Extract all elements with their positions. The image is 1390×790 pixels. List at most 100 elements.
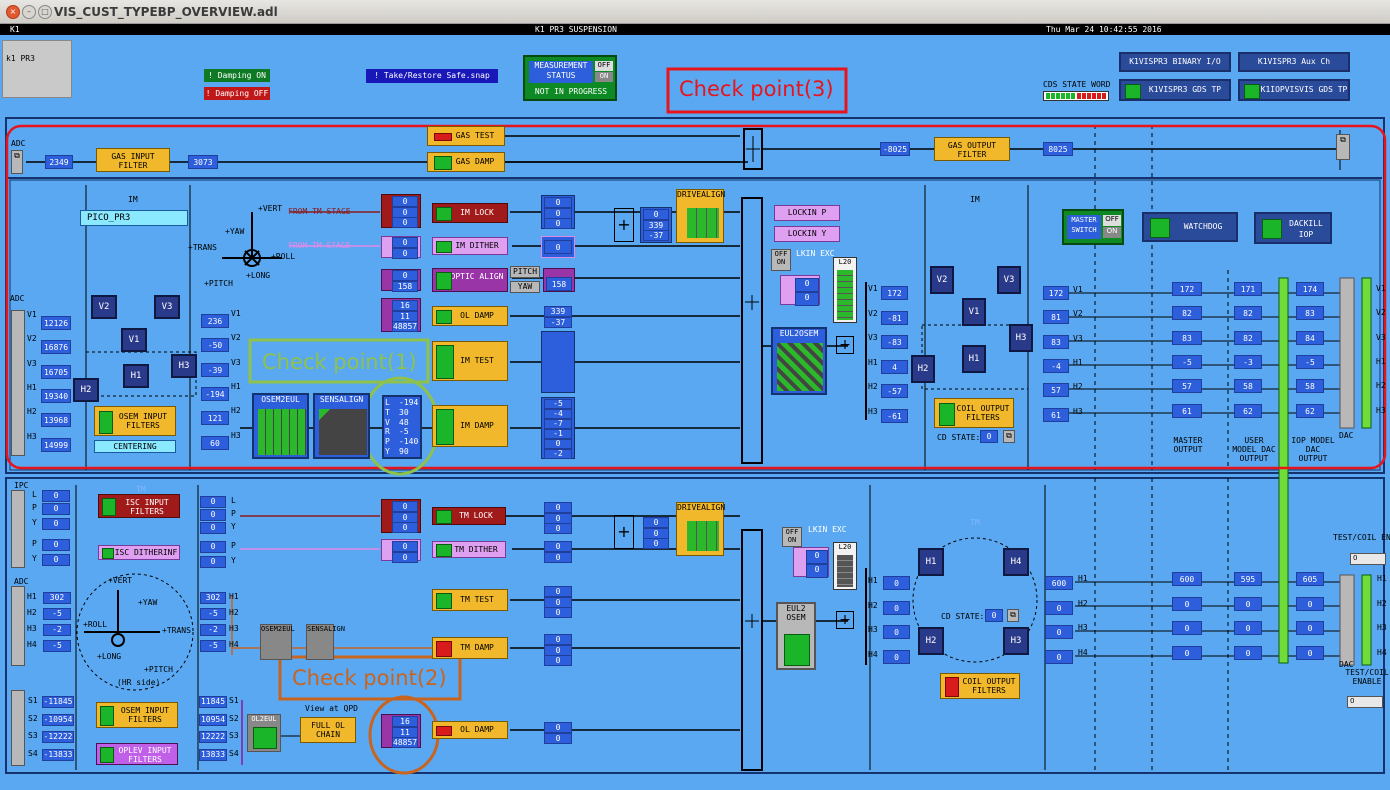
tm-ol2eul-matrix[interactable]: OL2EUL	[247, 714, 281, 752]
im-sensalign-matrix[interactable]: SENSALIGN	[313, 393, 370, 459]
tm-lock-button[interactable]: TM LOCK	[432, 507, 506, 525]
tm-osem-value: -5	[200, 640, 226, 652]
gas-test-label: GAS TEST	[455, 131, 495, 140]
master-switch-on[interactable]: ON	[1103, 227, 1121, 238]
tm-master-in-value: 0	[1045, 625, 1073, 639]
im-drivealign-matrix[interactable]: DRIVEALIGN	[676, 189, 725, 243]
tm-s-ch-label: S3	[28, 731, 38, 740]
tm-dither-button[interactable]: TM DITHER	[432, 541, 506, 558]
tm-ol-damp-button[interactable]: OL DAMP	[432, 721, 508, 739]
lockin-p-button[interactable]: LOCKIN P	[774, 205, 840, 221]
tm-damp-button[interactable]: TM DAMP	[432, 637, 508, 659]
gas-input-filter-button[interactable]: GAS INPUT FILTER	[96, 148, 170, 172]
im-centering-button[interactable]: CENTERING	[94, 440, 176, 453]
im-lock-button[interactable]: IM LOCK	[432, 203, 508, 223]
gas-dac-icon[interactable]: ⧉	[1336, 134, 1350, 160]
tm-test-coil-enable-input[interactable]: 0	[1347, 696, 1383, 708]
im-damp-button[interactable]: IM DAMP	[432, 405, 508, 447]
tm-osem-ch-label: H3	[229, 624, 239, 633]
tm-cd-state-icon[interactable]: ⧉	[1007, 609, 1019, 622]
tm-user-dac-value: 0	[1234, 621, 1262, 635]
im-cd-state-icon[interactable]: ⧉	[1003, 430, 1015, 443]
pico-pr3-button[interactable]: PICO_PR3	[80, 210, 188, 226]
im-dither-button[interactable]: IM DITHER	[432, 237, 508, 255]
im-test-button[interactable]: IM TEST	[432, 341, 508, 381]
im-l20-matrix[interactable]: L20	[833, 257, 857, 323]
im-iop-dac-value: 58	[1296, 379, 1324, 394]
tm-l20-matrix[interactable]: L20	[833, 542, 857, 590]
master-switch-off[interactable]: OFF	[1103, 215, 1121, 226]
im-eul2osem-matrix[interactable]: EUL2OSEM	[771, 327, 827, 395]
tm-adc-value: 302	[43, 592, 71, 604]
tm-master-in-value: 0	[1045, 600, 1073, 615]
im-osem2eul-matrix[interactable]: OSEM2EUL	[252, 393, 309, 459]
measurement-off-toggle[interactable]: OFF	[595, 61, 613, 71]
tm-dither-value: 0	[392, 541, 418, 552]
damping-off-button[interactable]: ! Damping OFF	[204, 87, 270, 100]
tm-isc-dither-button[interactable]: ISC DITHERINF	[98, 545, 180, 560]
tm-ipc-icon[interactable]	[11, 490, 25, 568]
measurement-on-toggle[interactable]: ON	[595, 72, 613, 82]
gas-adc-icon[interactable]: ⧉	[11, 150, 23, 174]
tm-lock-value: 0	[392, 501, 418, 512]
maximize-window-icon[interactable]: □	[38, 5, 52, 19]
gas-output-filter-button[interactable]: GAS OUTPUT FILTER	[934, 137, 1010, 161]
im-optic-align-button[interactable]: OPTIC ALIGN	[432, 268, 508, 292]
tm-eul2osem-matrix[interactable]: EUL2 OSEM	[776, 602, 816, 670]
tm-damp-out-value: 0	[544, 634, 572, 645]
tm-coil-output-filters-button[interactable]: COIL OUTPUT FILTERS	[940, 673, 1020, 699]
im-test-out-box	[541, 331, 575, 393]
im-master-ch-label: H2	[1073, 382, 1083, 392]
tm-osem-input-filters-button[interactable]: OSEM INPUT FILTERS	[96, 702, 178, 728]
im-iop-dac-value: 174	[1296, 282, 1324, 296]
im-sum-out-value: 0	[643, 209, 669, 220]
im-user-dac-value: -3	[1234, 354, 1262, 369]
dackill-iop-button[interactable]: DACKILL IOP	[1254, 212, 1332, 244]
damping-on-button[interactable]: ! Damping ON	[204, 69, 270, 82]
tm-isc-input-filters-button[interactable]: ISC INPUT FILTERS	[98, 494, 180, 518]
tm-full-ol-chain-button[interactable]: FULL OL CHAIN	[300, 717, 356, 743]
im-coil-output-filters-button[interactable]: COIL OUTPUT FILTERS	[934, 398, 1014, 428]
im-osem-out-value: -57	[881, 384, 908, 398]
im-pitch-button[interactable]: PITCH	[510, 266, 540, 278]
im-ol-damp-button[interactable]: OL DAMP	[432, 306, 508, 326]
iop-gds-tp-button[interactable]: K1IOPVISVIS GDS TP	[1238, 79, 1350, 101]
tm-oplev-input-filters-button[interactable]: OPLEV INPUT FILTERS	[96, 743, 178, 765]
gds-tp-button[interactable]: K1VISPR3 GDS TP	[1119, 79, 1231, 101]
take-restore-button[interactable]: ! Take/Restore Safe.snap	[366, 69, 498, 83]
im-adc-value: 19340	[41, 388, 71, 403]
binary-io-button[interactable]: K1VISPR3 BINARY I/O	[1119, 52, 1231, 72]
tm-dac-ch-label: H2	[1377, 598, 1387, 608]
tm-s-value: -12222	[42, 731, 74, 743]
tm-iop-dac-value: 0	[1296, 621, 1324, 635]
gas-test-button[interactable]: GAS TEST	[427, 126, 505, 146]
gas-damp-button[interactable]: GAS DAMP	[427, 152, 505, 172]
master-switch-panel[interactable]: MASTER SWITCH OFF ON	[1062, 209, 1124, 245]
minimize-window-icon[interactable]: –	[22, 5, 36, 19]
tm-adc-icon[interactable]	[11, 586, 25, 666]
tm-sensalign-matrix[interactable]: SENSALIGN	[306, 624, 345, 660]
watchdog-button[interactable]: WATCHDOG	[1142, 212, 1238, 242]
im-ol-value: 11	[392, 310, 418, 322]
im-master-in-value: 81	[1043, 310, 1069, 325]
tm-drivealign-matrix[interactable]: DRIVEALIGN	[676, 502, 725, 556]
tm-osem2eul-matrix[interactable]: OSEM2EUL	[260, 624, 295, 660]
tm-test-coil-en-input[interactable]: 0	[1350, 553, 1386, 565]
aux-ch-button[interactable]: K1VISPR3 Aux Ch	[1238, 52, 1350, 72]
tm-eul2osem-label: EUL2 OSEM	[786, 604, 806, 622]
im-l20-label: L20	[838, 258, 852, 266]
im-osem-input-filters-button[interactable]: OSEM INPUT FILTERS	[94, 406, 176, 436]
tm-long-label: +LONG	[97, 652, 122, 661]
close-window-icon[interactable]: ×	[6, 5, 20, 19]
im-adc-icon[interactable]	[11, 310, 25, 456]
im-h3-node: H3	[171, 354, 197, 378]
tm-test-button[interactable]: TM TEST	[432, 589, 508, 611]
tm-s-out-value: 11845	[199, 696, 227, 708]
tm-lkin-exc-label: LKIN EXC	[808, 525, 847, 534]
status-datetime: Thu Mar 24 10:42:55 2016	[1046, 25, 1162, 34]
lockin-y-button[interactable]: LOCKIN Y	[774, 226, 840, 242]
im-yaw-button[interactable]: YAW	[510, 281, 540, 293]
tm-s-adc-icon[interactable]	[11, 690, 25, 766]
